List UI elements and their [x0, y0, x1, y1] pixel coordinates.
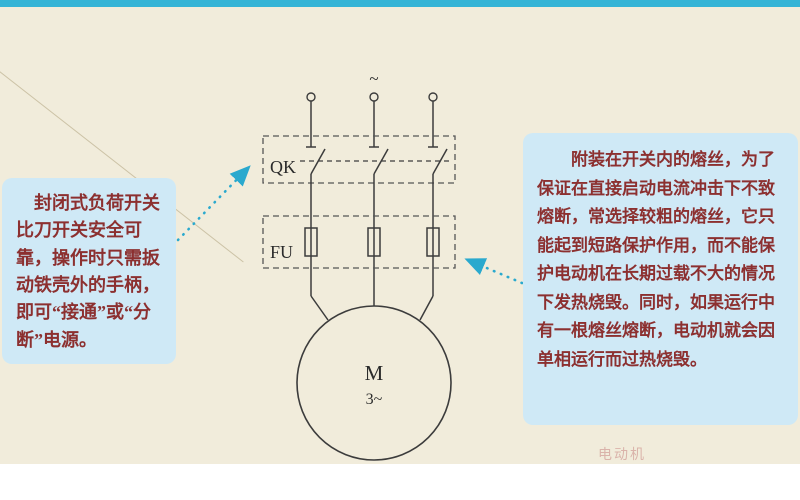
switch-poles — [300, 146, 449, 175]
page-edge-strip — [0, 0, 800, 7]
watermark: 电动机 — [598, 448, 646, 463]
motor-phase-label: 3~ — [366, 391, 383, 408]
motor-label: M — [365, 361, 384, 385]
fuse-3 — [426, 227, 440, 257]
terminal-l2 — [369, 92, 379, 102]
fuse-2 — [367, 227, 381, 257]
wire-l1-bend — [310, 295, 329, 321]
load-wires — [310, 174, 434, 321]
wire-l3-bend — [419, 295, 434, 321]
fuse-enclosure-box — [262, 215, 456, 269]
callout-switch-text: 封闭式负荷开关比刀开关安全可靠，操作时只需扳动铁壳外的手柄，即可“接通”或“分断… — [16, 193, 160, 350]
supply-tilde-symbol: ~ — [369, 69, 378, 88]
terminal-l1 — [306, 92, 316, 102]
fuse-symbols — [304, 227, 440, 257]
terminal-l3 — [428, 92, 438, 102]
incoming-wires — [310, 101, 434, 147]
right-callout-arrow — [464, 258, 524, 285]
motor-circle — [296, 305, 452, 461]
left-callout-arrow — [176, 165, 251, 242]
fuse-label: FU — [270, 242, 293, 262]
callout-fuse-text: 附装在开关内的熔丝，为了保证在直接启动电流冲击下不致熔断，常选择较粗的熔丝，它只… — [537, 150, 775, 369]
fuse-1 — [304, 227, 318, 257]
switch-enclosure-box — [262, 135, 456, 184]
callout-switch-note: 封闭式负荷开关比刀开关安全可靠，操作时只需扳动铁壳外的手柄，即可“接通”或“分断… — [2, 178, 176, 364]
callout-fuse-note: 附装在开关内的熔丝，为了保证在直接启动电流冲击下不致熔断，常选择较粗的熔丝，它只… — [523, 133, 798, 425]
supply-terminals — [306, 92, 438, 102]
switch-label: QK — [270, 157, 296, 177]
